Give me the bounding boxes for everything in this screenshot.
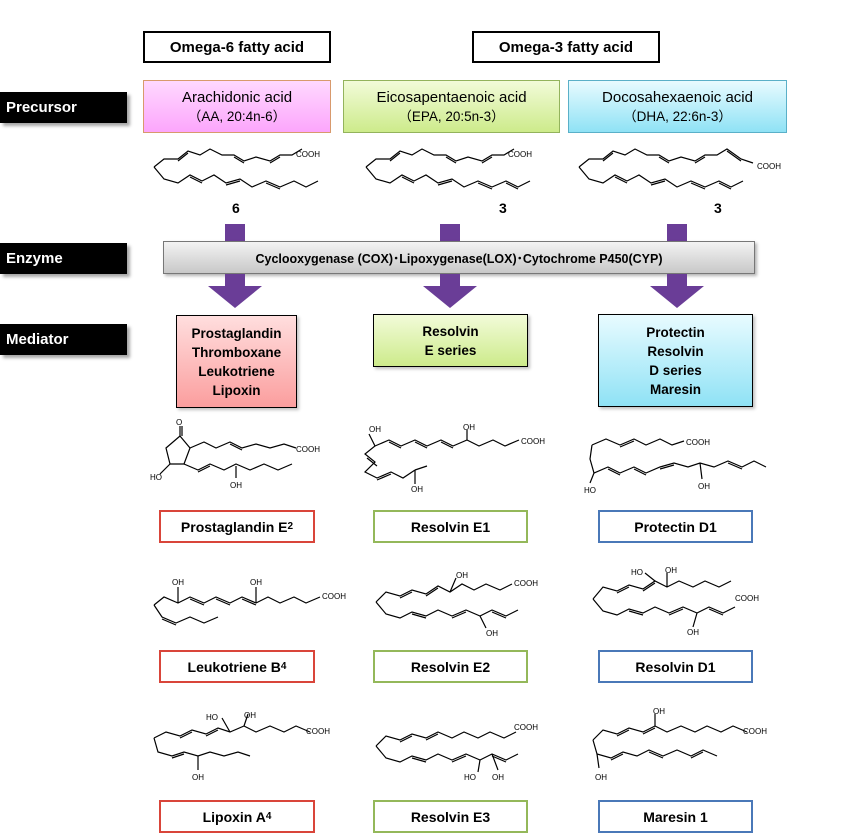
mediator-item: Thromboxane <box>191 344 282 360</box>
epa-structure: COOH <box>365 148 532 190</box>
cooh-label: COOH <box>735 594 759 603</box>
ho-label: HO <box>631 568 643 577</box>
rve2-structure: OH COOH OH <box>375 571 538 638</box>
mediator-epa-box: Resolvin E series <box>373 314 528 367</box>
arrow-stem-dha <box>667 224 687 246</box>
cooh-label: COOH <box>514 723 538 732</box>
oh-label: OH <box>595 773 607 782</box>
cooh-label: COOH <box>322 592 346 601</box>
precursor-abbr: （DHA, 22:6n-3） <box>623 108 732 124</box>
oh-label: OH <box>244 711 256 720</box>
enzyme-label: Enzyme <box>0 243 127 274</box>
omega-number: 3 <box>714 200 722 216</box>
enzyme-bar: Cyclooxygenase (COX)･Lipoxygenase(LOX)･C… <box>163 241 755 274</box>
oh-label: OH <box>665 566 677 575</box>
oh-label: OH <box>698 482 710 491</box>
arrow-down-icon <box>650 274 704 308</box>
cooh-label: COOH <box>757 162 781 171</box>
mediator-item: Maresin <box>649 381 702 397</box>
cooh-label: COOH <box>296 445 320 454</box>
mediator-item: Lipoxin <box>212 382 261 398</box>
mediator-item: Prostaglandin <box>191 325 282 341</box>
compound-name-text: Leukotriene B <box>187 658 281 675</box>
omega-number: 3 <box>499 200 507 216</box>
compound-name-text: Lipoxin A <box>202 808 266 825</box>
compound-name-pd1: Protectin D1 <box>598 510 753 543</box>
cooh-label: COOH <box>514 579 538 588</box>
dha-structure: COOH <box>578 148 781 190</box>
mediator-label: Mediator <box>0 324 127 355</box>
pge2-structure: O COOH HO OH <box>150 418 320 490</box>
ho-label: HO <box>464 773 476 782</box>
mediator-item: Leukotriene <box>198 363 275 379</box>
cooh-label: COOH <box>306 727 330 736</box>
arrow-down-icon <box>423 274 477 308</box>
arrow-stem-epa <box>440 224 460 246</box>
compound-name-rve1: Resolvin E1 <box>373 510 528 543</box>
oh-label: OH <box>463 423 475 432</box>
oh-label: OH <box>172 578 184 587</box>
compound-subscript: 2 <box>287 521 294 532</box>
precursor-abbr: （EPA, 20:5n-3） <box>398 108 505 124</box>
oh-label: OH <box>492 773 504 782</box>
rvd1-structure: HO OH COOH OH <box>592 566 759 637</box>
compound-name-text: Prostaglandin E <box>180 518 288 535</box>
precursor-epa-box: Eicosapentaenoic acid （EPA, 20:5n-3） <box>343 80 560 133</box>
lxa4-structure: HO OH COOH OH <box>153 711 330 782</box>
rve1-structure: OH OH COOH OH <box>363 423 545 494</box>
mediator-dha-box: Protectin Resolvin D series Maresin <box>598 314 753 407</box>
omega6-header: Omega-6 fatty acid <box>143 31 331 63</box>
ltb4-structure: OH OH COOH <box>153 578 346 626</box>
ho-label: HO <box>150 473 162 482</box>
compound-name-rvd1: Resolvin D1 <box>598 650 753 683</box>
compound-name-rve3: Resolvin E3 <box>373 800 528 833</box>
compound-name-mar1: Maresin 1 <box>598 800 753 833</box>
oh-label: OH <box>687 628 699 637</box>
oh-label: OH <box>230 481 242 490</box>
precursor-name: Eicosapentaenoic acid <box>376 88 527 106</box>
mediator-item: Resolvin <box>647 343 704 359</box>
precursor-name: Docosahexaenoic acid <box>602 88 753 106</box>
aa-structure: COOH <box>153 148 320 190</box>
pd1-structure: COOH HO OH <box>584 438 767 495</box>
omega3-header: Omega-3 fatty acid <box>472 31 660 63</box>
omega-number: 6 <box>232 200 240 216</box>
oh-label: OH <box>411 485 423 494</box>
precursor-name: Arachidonic acid <box>181 88 293 106</box>
ho-label: HO <box>206 713 218 722</box>
oh-label: OH <box>486 629 498 638</box>
mediator-item: Protectin <box>646 324 705 340</box>
oxygen-label: O <box>176 418 182 427</box>
compound-name-rve2: Resolvin E2 <box>373 650 528 683</box>
arrow-stem-aa <box>225 224 245 246</box>
oh-label: OH <box>250 578 262 587</box>
arrow-down-icon <box>208 274 262 308</box>
oh-label: OH <box>369 425 381 434</box>
precursor-label: Precursor <box>0 92 127 123</box>
cooh-label: COOH <box>521 437 545 446</box>
compound-subscript: 4 <box>280 661 287 672</box>
cooh-label: COOH <box>686 438 710 447</box>
oh-label: OH <box>653 707 665 716</box>
cooh-label: COOH <box>508 150 532 159</box>
mediator-item: Resolvin <box>422 323 479 339</box>
cooh-label: COOH <box>296 150 320 159</box>
cooh-label: COOH <box>743 727 767 736</box>
precursor-abbr: （AA, 20:4n-6） <box>187 108 287 124</box>
ho-label: HO <box>584 486 596 495</box>
rve3-structure: COOH HO OH <box>375 723 538 782</box>
mediator-item: D series <box>649 362 702 378</box>
oh-label: OH <box>456 571 468 580</box>
precursor-dha-box: Docosahexaenoic acid （DHA, 22:6n-3） <box>568 80 787 133</box>
compound-subscript: 4 <box>265 811 272 822</box>
mar1-structure: OH COOH OH <box>592 707 767 782</box>
mediator-item: E series <box>424 342 477 358</box>
oh-label: OH <box>192 773 204 782</box>
mediator-omega6-box: Prostaglandin Thromboxane Leukotriene Li… <box>176 315 297 408</box>
precursor-aa-box: Arachidonic acid （AA, 20:4n-6） <box>143 80 331 133</box>
